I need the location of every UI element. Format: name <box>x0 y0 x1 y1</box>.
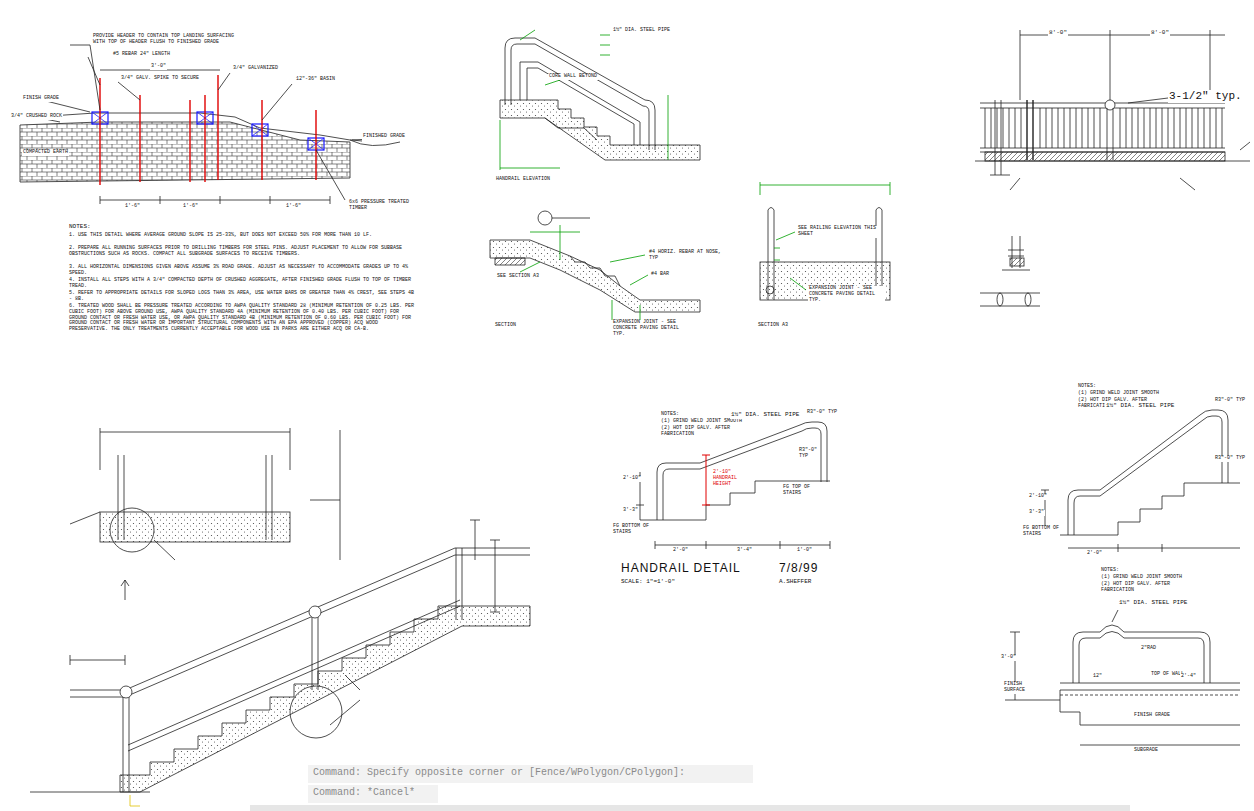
dimension-text: R3"-0" TYP <box>806 410 842 416</box>
note-text: 2. PREPARE ALL RUNNING SURFACES PRIOR TO… <box>68 246 420 258</box>
callout-note: 1½" DIA. STEEL PIPE <box>730 412 800 419</box>
notes-heading: NOTES: <box>660 412 680 418</box>
callout-note: PROVIDE HEADER TO CONTAIN TOP LANDING SU… <box>92 34 244 46</box>
note-text: (1) GRIND WELD JOINT SMOOTH <box>1100 575 1183 581</box>
note-text: 6. TREATED WOOD SHALL BE PRESSURE TREATE… <box>68 304 420 333</box>
callout-note: FG BOTTOM OF STAIRS <box>1022 526 1060 538</box>
notes-heading: NOTES: <box>1100 568 1120 574</box>
callout-note: 6x6 PRESSURE TREATED TIMBER <box>348 200 420 212</box>
note-text: (2) HOT DIP GALV. AFTER FABRICATION <box>1100 582 1172 594</box>
stair-section <box>490 211 700 320</box>
dimension-text: 2'-4" <box>1180 674 1197 680</box>
dimension-text: 8'-0" <box>1048 30 1068 37</box>
command-bar <box>308 785 438 803</box>
dimension-text: 2'-10" HANDRAIL HEIGHT <box>712 470 746 487</box>
notes-heading: NOTES: <box>1077 384 1097 390</box>
callout-note: EXPANSION JOINT - SEE CONCRETE PAVING DE… <box>612 320 694 337</box>
dimension-text: 1'-6" <box>124 204 141 210</box>
dimension-text: 3'-4" <box>736 548 753 554</box>
drawing-title: HANDRAIL DETAIL <box>620 562 742 576</box>
note-text: (1) GRIND WELD JOINT SMOOTH <box>660 419 743 425</box>
scale-note: SCALE: 1"=1'-0" <box>620 579 676 586</box>
command-bar <box>308 765 753 783</box>
callout-note: FINISH GRADE <box>22 96 60 102</box>
callout-note: 12"-36" BASIN <box>295 77 336 83</box>
notes-heading: NOTES: <box>68 224 92 231</box>
callout-note: 1½" DIA. STEEL PIPE <box>1118 600 1188 607</box>
callout-note: CORE WALL BEYOND <box>548 74 598 80</box>
dimension-text: R3"-0" TYP <box>1214 398 1250 404</box>
callout-note: SUBGRADE <box>1133 748 1159 754</box>
note-text: 5. REFER TO APPROPRIATE DETAILS FOR SLOP… <box>68 291 420 303</box>
dimension-text: R3"-0" TYP <box>798 448 820 460</box>
railing-elevation <box>975 30 1250 190</box>
dimension-text: 2'-0" <box>1086 551 1103 557</box>
handrail-detail <box>636 422 830 549</box>
view-title: SECTION <box>494 323 517 329</box>
dimension-text: 2"RAD <box>1140 646 1157 652</box>
dimension-text: 3'-3" <box>622 508 639 514</box>
callout-note: 1½" DIA. STEEL PIPE <box>612 28 674 34</box>
note-text: 4. INSTALL ALL STEPS WITH A 3/4" COMPACT… <box>68 278 420 290</box>
callout-note: FINISH GRADE <box>1133 713 1171 719</box>
dimension-text: 8'-0" <box>1150 30 1170 37</box>
callout-note: EXPANSION JOINT - SEE CONCRETE PAVING DE… <box>808 286 885 303</box>
callout-note: 3/4" CRUSHED ROCK <box>10 114 63 120</box>
callout-note: FG BOTTOM OF STAIRS <box>612 524 650 536</box>
handrail-elevation <box>500 30 700 170</box>
wall-handrail <box>1005 610 1240 745</box>
drawing-date: 7/8/99 <box>778 562 819 576</box>
dimension-text: 2'-10" <box>622 476 642 482</box>
callout-note: 3/4" GALV. SPIKE TO SECURE <box>120 76 212 82</box>
callout-note: SEE SECTION A3 <box>496 274 540 280</box>
callout-note: #4 BAR <box>650 272 670 278</box>
dimension-text: 1'-6" <box>285 204 302 210</box>
handrail-detail-right <box>1041 410 1240 552</box>
callout-note: 1½" DIA. STEEL PIPE <box>1105 403 1175 410</box>
dimension-text: 1'-6" <box>182 204 199 210</box>
note-text: (2) HOT DIP GALV. AFTER FABRICATION <box>660 426 732 438</box>
command-line: Command: *Cancel* <box>312 787 416 799</box>
dimension-text: 2'-0" <box>672 548 689 554</box>
section-a3 <box>760 182 890 300</box>
callout-note: SEE RAILING ELEVATION THIS SHEET <box>797 226 879 238</box>
post-details <box>980 236 1040 306</box>
callout-note: FINISHED GRADE <box>362 134 406 140</box>
view-title: SECTION A3 <box>757 323 789 329</box>
callout-note: COMPACTED EARTH <box>22 150 69 156</box>
callout-note: FINISH SURFACE <box>1003 682 1037 694</box>
note-text: 1. USE THIS DETAIL WHERE AVERAGE GROUND … <box>68 233 420 239</box>
dimension-text: 3'-3" <box>1028 510 1045 516</box>
dimension-text: 3'-0" <box>1000 655 1017 661</box>
dimension-text: 12" <box>1092 674 1103 680</box>
status-strip <box>250 805 1130 811</box>
note-text: (1) GRIND WELD JOINT SMOOTH <box>1077 391 1160 397</box>
callout-note: #5 REBAR 24" LENGTH <box>112 52 171 58</box>
dimension-text: 3-1/2" typ. <box>1168 90 1243 103</box>
callout-note: FG TOP OF STAIRS <box>782 485 822 497</box>
dimension-text: 3'-0" <box>150 64 167 70</box>
dimension-text: 2'-10" <box>1028 494 1048 500</box>
view-title: HANDRAIL ELEVATION <box>495 177 551 183</box>
timber-step-section <box>20 45 400 204</box>
callout-note: 3/4" GALVANIZED <box>232 66 279 72</box>
callout-note: #4 HORIZ. REBAR AT NOSE, TYP <box>648 250 725 262</box>
author-name: A.SHEFFER <box>778 579 812 586</box>
command-line: Command: Specify opposite corner or [Fen… <box>312 767 686 779</box>
dimension-text: 1'-0" <box>796 548 813 554</box>
note-text: 3. ALL HORIZONTAL DIMENSIONS GIVEN ABOVE… <box>68 265 420 277</box>
dimension-text: R3"-0" TYP <box>1214 456 1250 462</box>
stair-elevation <box>30 428 530 806</box>
